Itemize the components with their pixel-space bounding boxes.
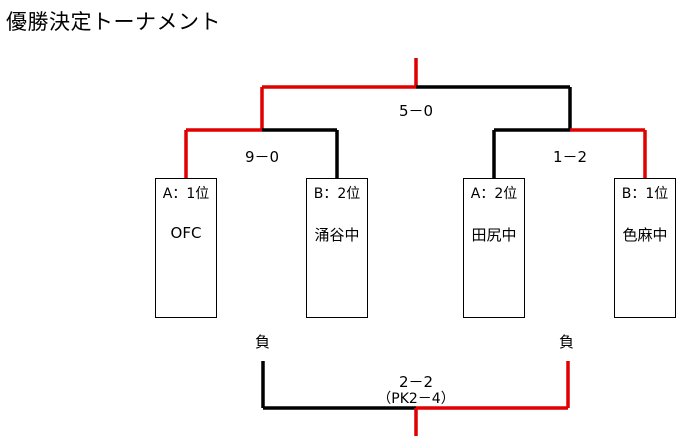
loss-label-right: 負 [559,333,575,351]
semi-left-score: 9－0 [244,148,280,166]
final-score: 5－0 [398,102,434,120]
team-box-ofc: A：1位 OFC [155,178,217,318]
team-name: OFC [170,224,202,242]
team-name: 田尻中 [471,226,517,244]
team-seed: B：1位 [621,186,669,202]
third-place-score: 2－2 [398,373,434,391]
team-name: 色麻中 [622,226,668,244]
team-box-tajiri: A：2位 田尻中 [463,178,525,318]
team-box-wakuya: B：2位 涌谷中 [306,178,368,318]
loss-label-left: 負 [255,333,271,351]
semi-right-score: 1－2 [552,148,588,166]
page-title: 優勝決定トーナメント [6,10,221,34]
team-seed: A：2位 [470,186,518,202]
team-name: 涌谷中 [314,226,360,244]
team-seed: A：1位 [162,186,210,202]
team-seed: B：2位 [313,186,361,202]
team-box-shikama: B：1位 色麻中 [614,178,676,318]
third-place-pk: （PK2－4） [377,391,455,407]
